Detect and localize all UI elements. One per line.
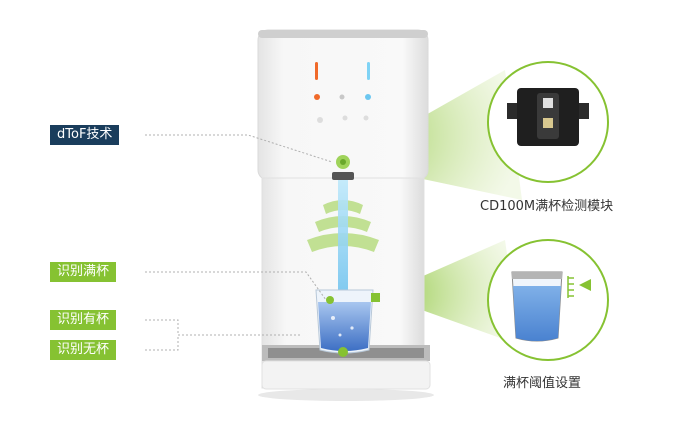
connector-full [145,271,327,301]
cup [315,289,380,357]
connector-no [145,334,300,351]
caption-threshold: 满杯阈值设置 [503,376,582,391]
sensor-module-callout [487,61,609,183]
threshold-callout [487,239,609,361]
label-no-cup: 识别无杯 [50,340,117,360]
water-beam [338,180,348,300]
label-has-cup: 识别有杯 [50,310,117,330]
projection-cone-bottom [380,240,520,345]
label-full-cup: 识别满杯 [50,262,117,282]
label-dtof: dToF技术 [50,125,120,145]
caption-module: CD100M满杯检测模块 [480,199,614,214]
connector-dtof [145,134,333,163]
connector-has [145,319,179,335]
